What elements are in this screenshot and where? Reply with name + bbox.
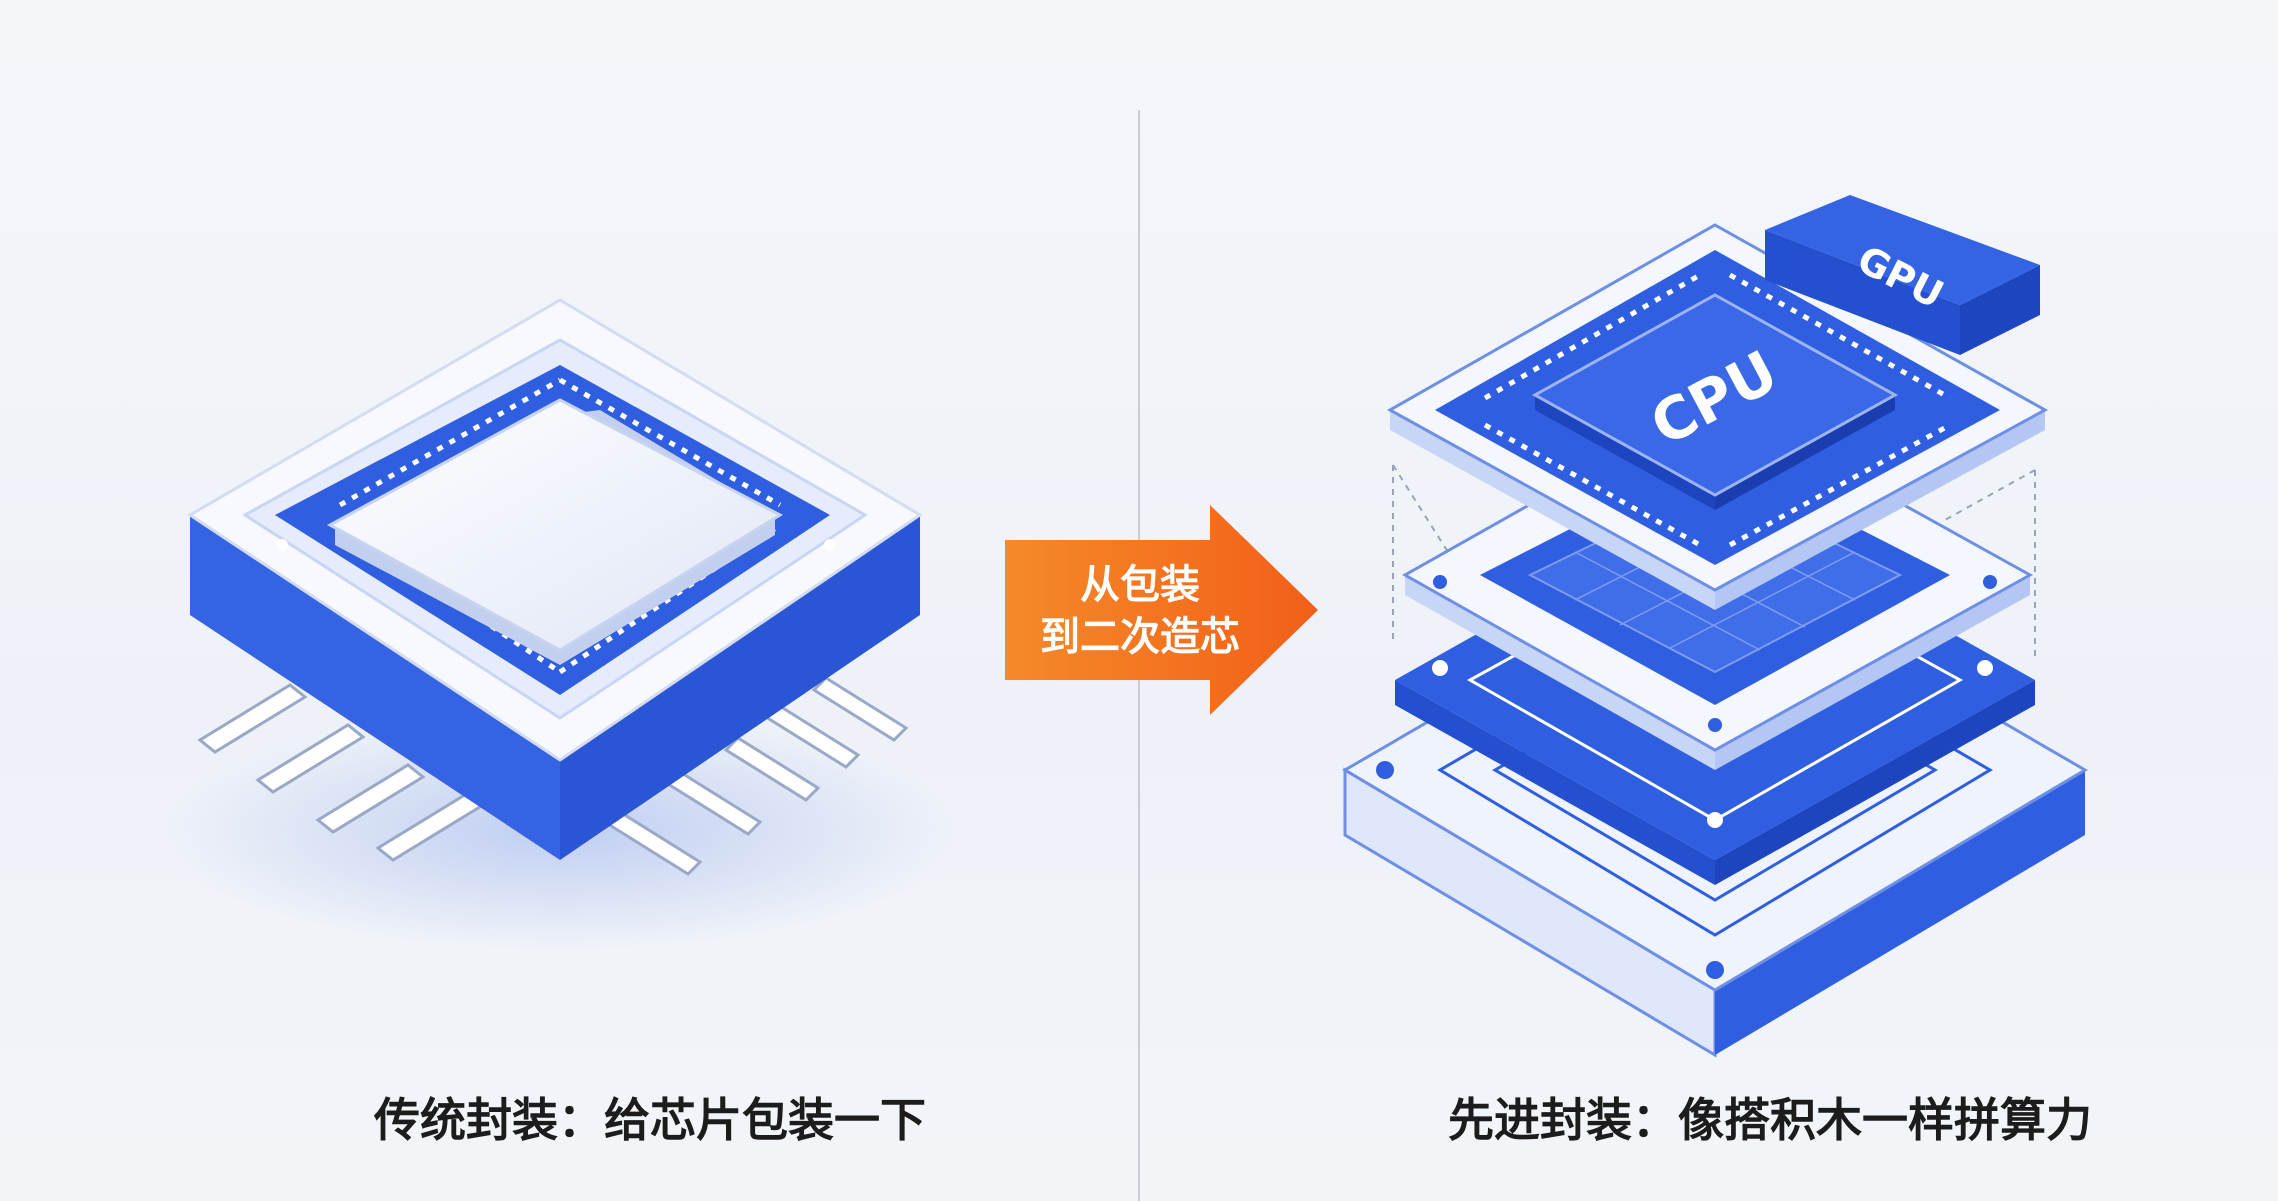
cpu-die — [1531, 293, 1899, 497]
interposer-right-side — [1715, 680, 2035, 885]
mid-layer-via — [1433, 575, 1447, 589]
advanced-package-caption: 先进封装：像搭积木一样拼算力 — [1448, 1093, 2092, 1147]
mid-layer-left-side — [1405, 575, 1715, 770]
mid-layer-via — [1708, 718, 1722, 732]
substrate-dot — [276, 539, 288, 551]
package-body-left-side — [190, 515, 560, 860]
substrate-dot — [824, 539, 836, 551]
traditional-package-caption: 传统封装：给芯片包装一下 — [374, 1093, 926, 1147]
base-via — [1706, 961, 1724, 979]
transition-arrow — [1005, 505, 1318, 715]
interposer-left-side — [1395, 680, 1715, 885]
package-body-right-side — [560, 515, 920, 860]
traditional-package-illustration — [160, 298, 960, 950]
top-layer-right-side — [1715, 410, 2045, 610]
interposer-via — [1432, 660, 1448, 676]
interposer-via — [1977, 660, 1993, 676]
mid-layer-right-side — [1715, 575, 2030, 770]
advanced-package-illustration: CPU GPU — [1342, 195, 2088, 1058]
gpu-block-front — [1765, 230, 1960, 355]
mid-layer-via — [1983, 575, 1997, 589]
cpu-die-right-side — [1715, 395, 1895, 510]
gpu-block-side — [1960, 265, 2040, 355]
interposer-via — [1707, 812, 1723, 828]
package-pins-left — [197, 683, 486, 862]
top-layer-pads — [1483, 272, 1952, 548]
arrow-label-line1: 从包装 — [1080, 562, 1200, 608]
base-via — [1376, 761, 1394, 779]
gpu-block-top — [1765, 195, 2040, 305]
top-layer-left-side — [1390, 410, 1715, 610]
cpu-die-left-side — [1535, 395, 1715, 510]
layer-guides — [1392, 464, 2036, 660]
silicon-die — [326, 398, 784, 652]
arrow-label-line2: 到二次造芯 — [1040, 614, 1240, 660]
base-substrate-right — [1715, 770, 2085, 1055]
